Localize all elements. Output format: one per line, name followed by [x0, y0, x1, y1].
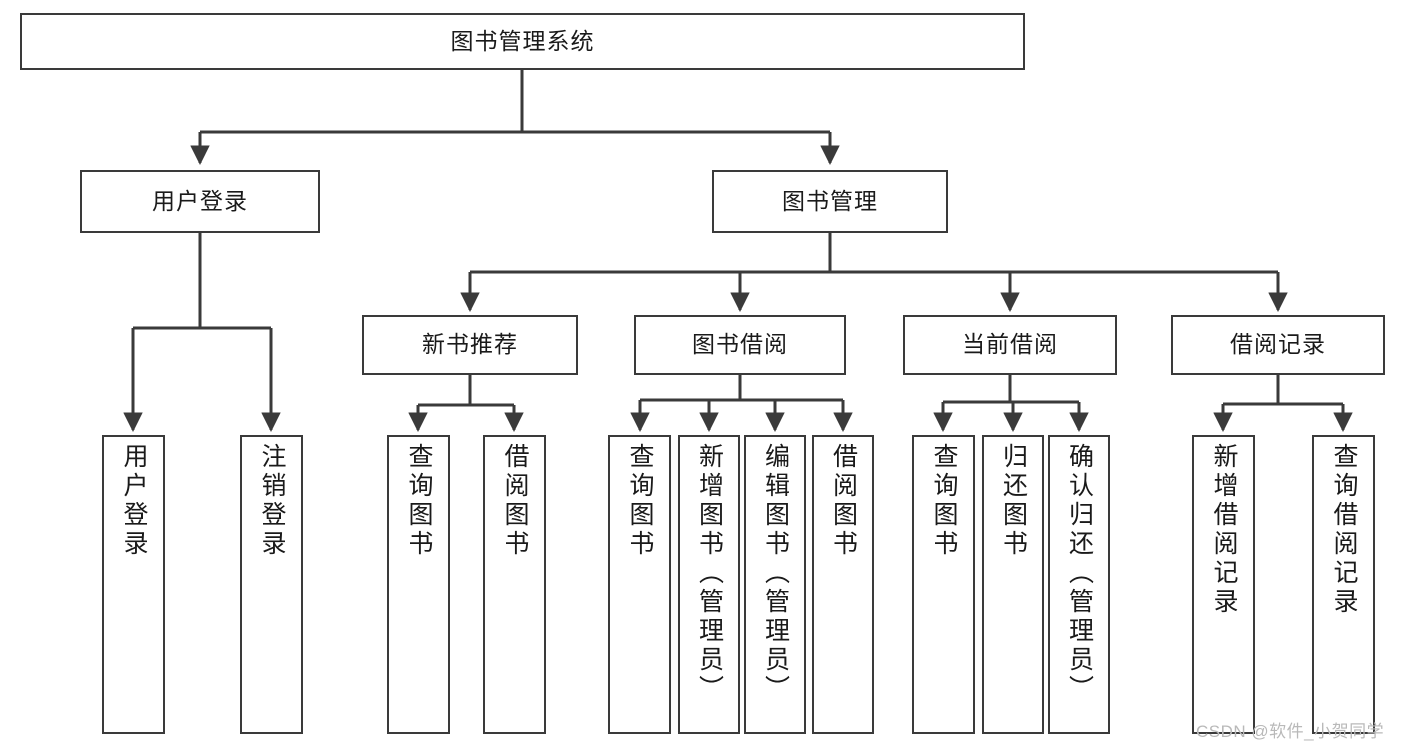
leaf-record-add-borrow-record[interactable]: 新增借阅记录	[1192, 435, 1255, 734]
node-label: 查询借阅记录	[1330, 443, 1358, 617]
node-label: 用户登录	[120, 443, 148, 559]
node-label: 编辑图书（管理员）	[761, 443, 790, 704]
leaf-user-login[interactable]: 用户登录	[102, 435, 165, 734]
leaf-user-logout[interactable]: 注销登录	[240, 435, 303, 734]
leaf-current-confirm-return-admin[interactable]: 确认归还（管理员）	[1048, 435, 1110, 734]
node-label: 用户登录	[152, 187, 248, 214]
node-current-borrow[interactable]: 当前借阅	[903, 315, 1117, 375]
csdn-watermark: CSDN @软件_小贺同学	[1196, 722, 1385, 741]
leaf-borrow-query-book[interactable]: 查询图书	[608, 435, 671, 734]
node-root-system[interactable]: 图书管理系统	[20, 13, 1025, 70]
node-label: 查询图书	[930, 443, 958, 559]
node-user-login[interactable]: 用户登录	[80, 170, 320, 233]
node-label: 新书推荐	[422, 331, 518, 358]
leaf-borrow-add-book-admin[interactable]: 新增图书（管理员）	[678, 435, 740, 734]
node-label: 图书管理	[782, 187, 878, 214]
node-new-book-recommend[interactable]: 新书推荐	[362, 315, 578, 375]
node-label: 查询图书	[626, 443, 654, 559]
node-book-borrow[interactable]: 图书借阅	[634, 315, 846, 375]
node-label: 借阅图书	[501, 443, 529, 559]
node-borrow-record[interactable]: 借阅记录	[1171, 315, 1385, 375]
leaf-current-return-book[interactable]: 归还图书	[982, 435, 1044, 734]
leaf-borrow-edit-book-admin[interactable]: 编辑图书（管理员）	[744, 435, 806, 734]
node-label: 新增借阅记录	[1210, 443, 1238, 617]
node-book-management[interactable]: 图书管理	[712, 170, 948, 233]
node-label: 图书管理系统	[450, 27, 595, 54]
leaf-current-query-book[interactable]: 查询图书	[912, 435, 975, 734]
node-label: 注销登录	[258, 443, 286, 559]
node-label: 借阅记录	[1230, 331, 1326, 358]
node-label: 查询图书	[405, 443, 433, 559]
leaf-borrow-borrow-book[interactable]: 借阅图书	[812, 435, 874, 734]
leaf-recommend-query-book[interactable]: 查询图书	[387, 435, 450, 734]
node-label: 新增图书（管理员）	[695, 443, 724, 704]
node-label: 借阅图书	[829, 443, 858, 559]
node-label: 确认归还（管理员）	[1065, 443, 1094, 704]
leaf-record-query-borrow-record[interactable]: 查询借阅记录	[1312, 435, 1375, 734]
node-label: 当前借阅	[962, 331, 1058, 358]
leaf-recommend-borrow-book[interactable]: 借阅图书	[483, 435, 546, 734]
node-label: 图书借阅	[692, 331, 788, 358]
node-label: 归还图书	[999, 443, 1028, 559]
